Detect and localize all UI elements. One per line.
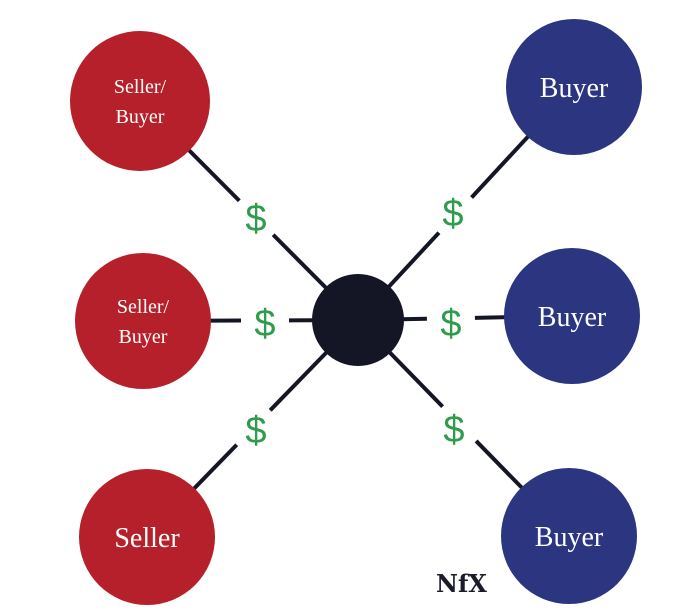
node-mid-left [75,253,211,389]
hub-node [312,274,404,366]
dollar-labels: $ $ $ $ $ $ [245,193,464,452]
node-label-bottom-right-0: Buyer [535,522,604,553]
dollar-label-bottom-right: $ [443,409,464,451]
node-bottom-left [79,469,215,605]
nfx-logo: NfX [436,569,487,598]
node-bottom-right [501,468,637,604]
dollar-label-top-right: $ [442,193,463,235]
nodes: Seller/BuyerSeller/BuyerSellerBuyerBuyer… [70,19,642,605]
node-mid-right [504,248,640,384]
node-label-top-left-1: Buyer [116,106,165,128]
dollar-label-top-left: $ [245,198,266,240]
dollar-label-bottom-left: $ [245,410,266,452]
node-label-mid-left-1: Buyer [119,326,168,348]
node-top-left [70,31,210,171]
node-top-right [506,19,642,155]
node-label-top-right-0: Buyer [540,73,609,104]
dollar-label-mid-left: $ [254,303,275,345]
node-label-mid-left-0: Seller/ [117,296,170,318]
node-label-bottom-left-0: Seller [114,523,180,554]
node-label-top-left-0: Seller/ [114,76,167,98]
dollar-label-mid-right: $ [440,303,461,345]
node-label-mid-right-0: Buyer [538,302,607,333]
